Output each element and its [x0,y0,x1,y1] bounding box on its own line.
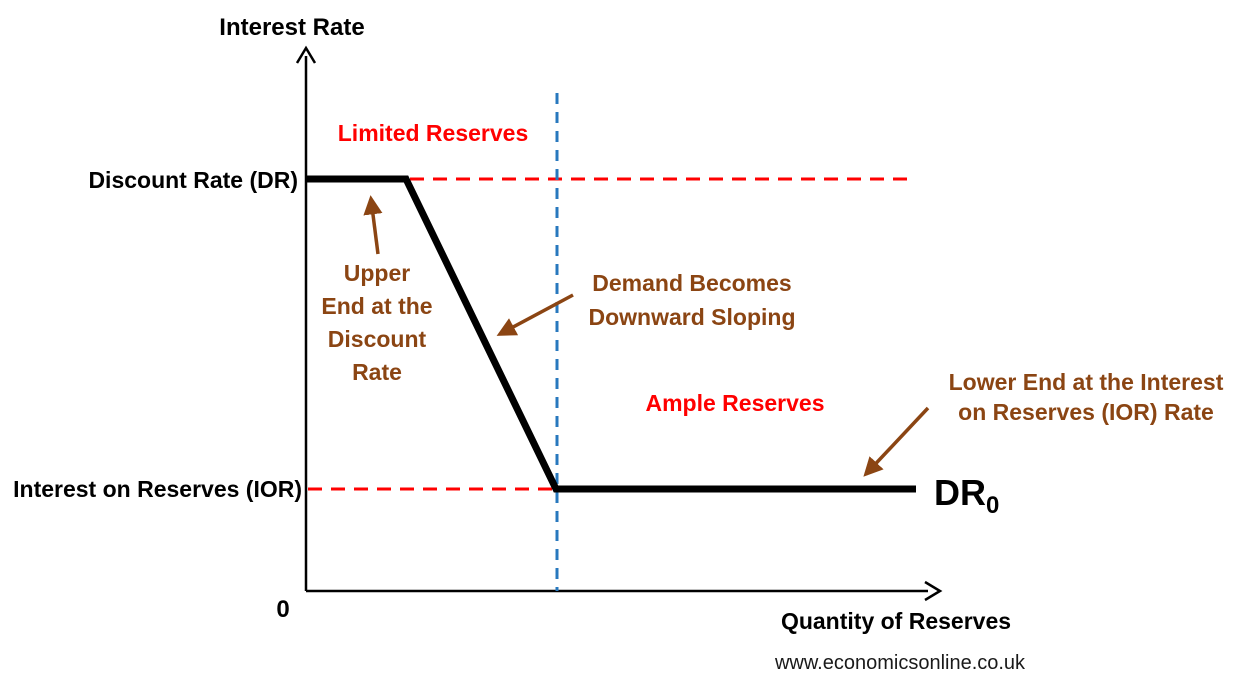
lower-end-arrow-icon [863,406,930,477]
annotation-line: Demand Becomes [592,270,792,296]
y-axis-arrow-icon [295,45,317,64]
limited-reserves-region-label: Limited Reserves [337,120,529,146]
origin-label: 0 [276,596,290,623]
curve-name-label: DR0 [934,472,999,518]
demand-curve [306,175,916,493]
annotation-line: on Reserves (IOR) Rate [958,399,1214,425]
annotation-line: Discount [327,326,427,352]
annotation-line: Upper [343,260,411,286]
x-axis-arrow-icon [924,580,943,602]
annotation-line: Lower End at the Interest [948,369,1224,395]
x-axis-title: Quantity of Reserves [780,608,1012,634]
y-axis-title: Interest Rate [219,14,365,41]
lower-end-annotation: Lower End at the Interest on Reserves (I… [930,367,1242,427]
upper-end-annotation: Upper End at the Discount Rate [267,257,487,389]
discount-rate-label: Discount Rate (DR) [88,167,298,193]
watermark-url: www.economicsonline.co.uk [774,652,1026,674]
curve-name-main: DR [934,472,986,513]
annotation-line: Rate [352,359,402,385]
annotation-line: End at the [321,293,433,319]
upper-end-arrow-icon [363,195,383,255]
demand-becomes-annotation: Demand Becomes Downward Sloping [562,266,822,334]
slope-arrow-icon [496,293,574,336]
ample-reserves-region-label: Ample Reserves [645,390,825,416]
annotation-line: Downward Sloping [588,304,796,330]
curve-name-subscript: 0 [986,492,1000,520]
interest-on-reserves-label: Interest on Reserves (IOR) [13,476,302,502]
